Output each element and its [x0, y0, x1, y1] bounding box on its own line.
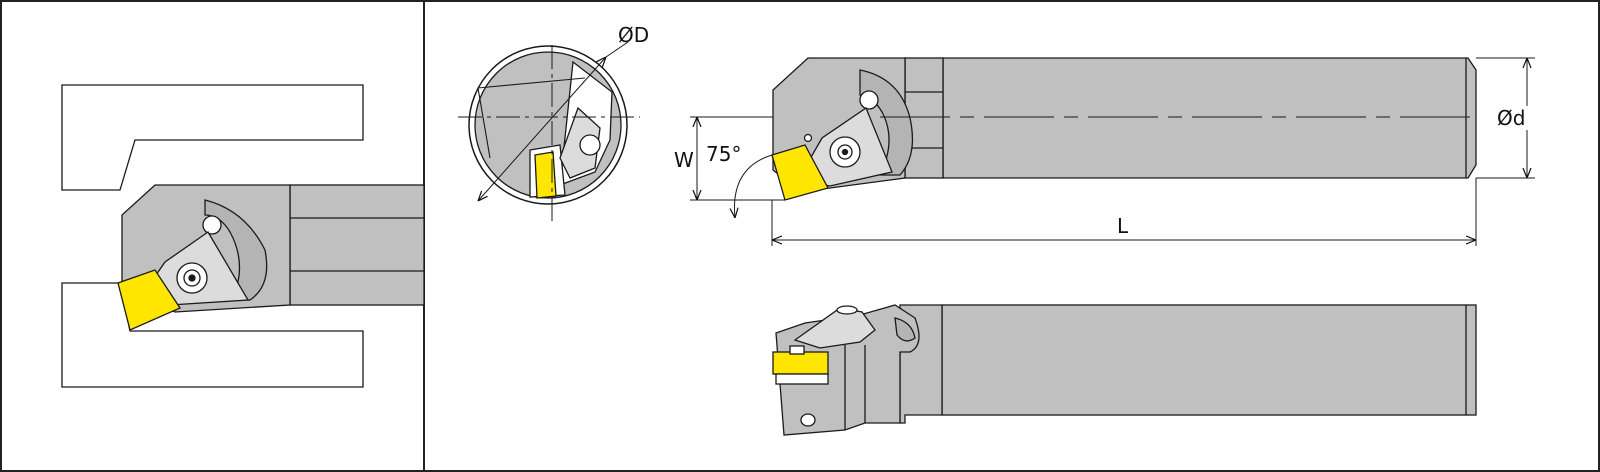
insert: [117, 269, 181, 331]
detail-insert: [534, 151, 557, 199]
top-shank: [942, 57, 1477, 179]
dimensions: [690, 57, 1535, 246]
angle-arc: [734, 154, 773, 218]
side-shank: [941, 304, 1477, 416]
side-insert: [772, 351, 829, 375]
top-clamp-hole-icon: [859, 90, 879, 110]
side-hole-icon: [800, 413, 816, 427]
length-label: L: [1117, 214, 1129, 238]
workpiece-upper: [61, 84, 364, 191]
angle-label: 75°: [706, 142, 741, 166]
width-label: W: [674, 148, 694, 172]
top-view: [771, 57, 1480, 201]
detail-screw-icon: [579, 134, 601, 156]
shank-diameter-label: Ød: [1497, 106, 1525, 130]
bore-diameter-line: [478, 57, 606, 201]
detail-view: [458, 41, 640, 222]
side-view: [772, 304, 1477, 436]
clamp-hole-icon: [202, 215, 222, 235]
bore-diameter-label: ØD: [618, 23, 649, 47]
boring-bar-shank: [289, 184, 425, 306]
top-insert: [771, 144, 829, 201]
application-view: [61, 84, 425, 388]
